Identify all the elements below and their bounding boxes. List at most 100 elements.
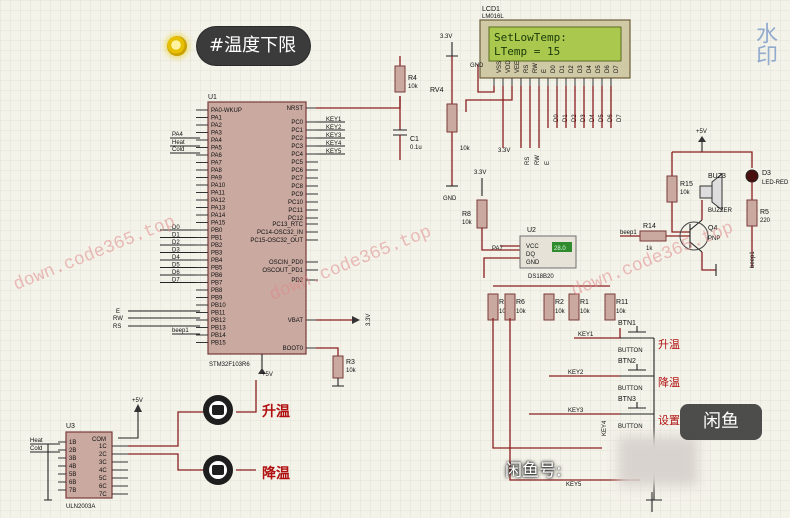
r8[interactable] [476,199,488,229]
btn3-ref: BTN3 [618,396,636,403]
r14-ref: R14 [643,223,656,230]
btn2[interactable]: BTN2 BUTTON [618,358,654,392]
r8-val: 10k [462,220,473,226]
net-key2-mcu: KEY2 [326,125,342,131]
rv4[interactable] [446,103,458,133]
u3-left-pin-0: 1B [69,440,76,446]
lcd-pin-12: D6 [605,65,611,73]
label-set: 设置 [658,414,680,427]
buzzer[interactable]: BUZ3 BUZZER [699,172,733,214]
mcu-left-pin-12: PA12 [211,198,226,204]
data-net-7: D7 [172,278,180,284]
r11[interactable] [604,293,616,321]
btn1[interactable]: BTN1 BUTTON [618,320,654,354]
u3-left-pin-2: 3B [69,456,76,462]
uln2003-u3[interactable]: U3 ULN2003A COM 1B1C2B2C3B3C4B4C5B5C6B6C… [58,423,128,510]
btn1-part: BUTTON [618,348,643,354]
mcu-5v: +5V [262,372,273,378]
data-net-5: D5 [172,263,180,269]
motor-down-label: 降温 [262,465,290,481]
lcd-pin-4: RW [533,63,539,73]
r15[interactable] [666,175,678,203]
data-net-3: D3 [172,248,180,254]
rv-33: 3.3V [440,34,452,40]
r4-val: 10k [408,84,419,90]
corner-watermark: 水印 [752,22,777,66]
data-net-6: D6 [172,270,180,276]
mcu-left-pin-30: PB14 [211,333,226,339]
r14[interactable] [639,230,667,242]
mcu-left-pin-24: PB8 [211,288,223,294]
mcu-left-pin-28: PB12 [211,318,226,324]
net-key5-mcu: KEY5 [326,149,342,155]
u3-part: ULN2003A [66,504,95,510]
net-pa7: PA7 [492,246,504,252]
blurred-area [618,436,698,486]
lcd-line1: SetLowTemp: [494,31,567,44]
mcu-u1[interactable]: U1 STM32F103R6 PA0-WKUPPA1PA2PA3PA4PA5PA… [196,94,318,368]
mcu-right-pin-21: BOOT0 [283,346,304,352]
r1[interactable] [568,293,580,321]
r15-ref: R15 [680,181,693,188]
net-key1-btn: KEY1 [578,332,594,338]
net-key4-mcu: KEY4 [326,141,342,147]
data-net-1: D1 [172,233,180,239]
lcd-pin-1: VDD [506,60,512,73]
motor-down[interactable]: 降温 [203,455,290,485]
lcd-pin-11: D5 [596,65,602,73]
label-up: 升温 [658,338,680,351]
net-pa4: PA4 [172,132,184,138]
mcu-right-pin-0: NRST [287,106,304,112]
mcu-right-pin-16: PC15-OSC32_OUT [250,238,303,244]
mcu-right-pin-3: PC2 [291,136,303,142]
net-rs: RS [113,324,121,330]
motor-up[interactable]: 升温 [203,395,290,425]
r6-val: 10k [516,309,527,315]
mcu-right-pin-8: PC7 [291,176,303,182]
buz-part: BUZZER [708,208,733,214]
pullup-resistors: R1010kR610kR210kR110kR1110k [487,293,628,321]
lcd-ref: LCD1 [482,6,500,13]
mcu-left-pin-11: PA11 [211,191,225,197]
r6[interactable] [504,293,516,321]
r2[interactable] [543,293,555,321]
u2-pin-dq: DQ [526,252,535,258]
ds18b20-u2[interactable]: U2 VCC DQ GND 28.0 DS18B20 [519,227,577,280]
mcu-right-pin-4: PC3 [291,144,303,150]
r4[interactable] [394,65,406,93]
net-beep-mcu: beep1 [172,328,189,334]
mcu-left-pin-29: PB13 [211,326,226,332]
mcu-left-pin-22: PB6 [211,273,223,279]
rv4-val: 10k [460,146,471,152]
mcu-right-pin-15: PC14-OSC32_IN [257,230,303,236]
u2-ref: U2 [527,227,536,234]
mcu-right-pin-12: PC11 [288,208,303,214]
lcd-rs: RS [525,157,531,165]
btn3[interactable]: BTN3 BUTTON [618,396,654,430]
r5-val: 220 [760,218,771,224]
r3[interactable] [332,355,344,379]
btn2-part: BUTTON [618,386,643,392]
u3-left-pin-1: 2B [69,448,76,454]
r5[interactable] [746,199,758,227]
r14-val: 1k [646,246,653,252]
q4-symbol[interactable] [679,221,709,251]
reset-network: 3.3V GND RV4 10k R4 10k C1 0.1u [393,34,471,202]
u3-left-pin-4: 5B [69,472,76,478]
r10[interactable] [487,293,499,321]
mcu-right-pin-18: OSCOUT_PD1 [262,268,303,274]
net-key2-btn: KEY2 [568,370,584,376]
mcu-right-pin-19: PD2 [291,278,303,284]
net-key4-btn: KEY4 [602,420,608,436]
vbat-arrow [352,316,360,324]
u3-right-pin-5: 6C [99,484,107,490]
mcu-left-pin-14: PA14 [211,213,226,219]
r15-val: 10k [680,190,691,196]
mcu-left-pin-0: PA0-WKUP [211,108,242,114]
lcd-gnd: GND [470,63,484,69]
mcu-left-pin-2: PA2 [211,123,223,129]
